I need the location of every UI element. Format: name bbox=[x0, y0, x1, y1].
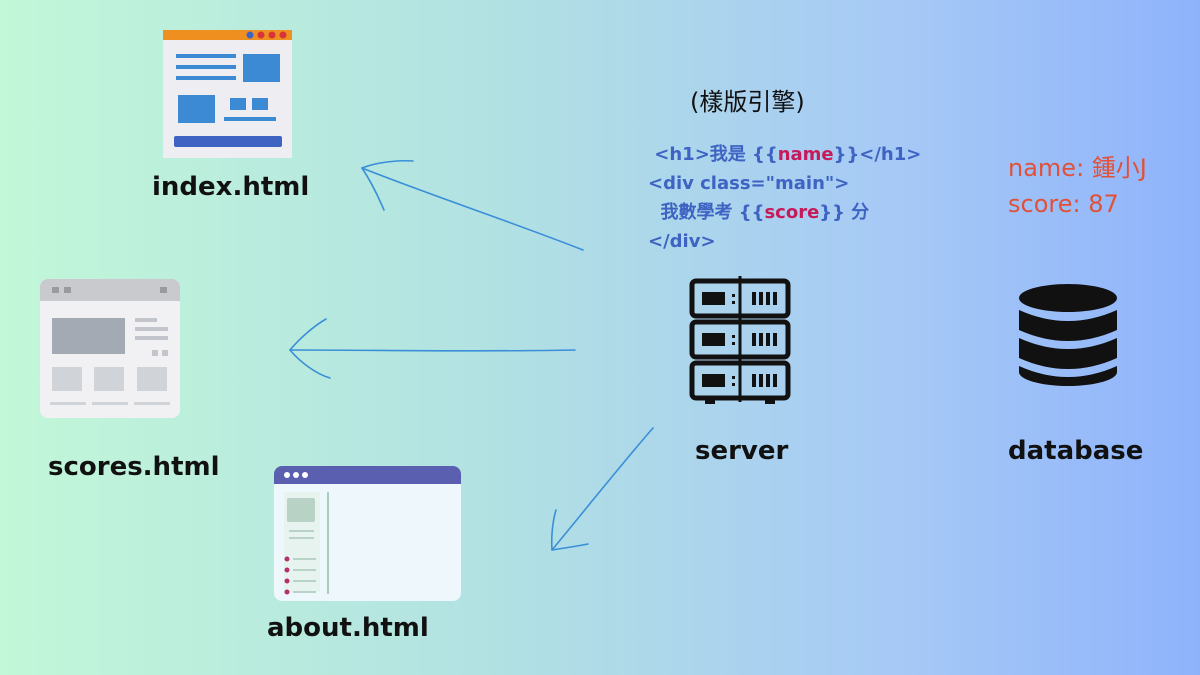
arrow-to-about bbox=[550, 427, 654, 551]
scores-page-label: scores.html bbox=[48, 452, 220, 482]
template-var-name: name bbox=[777, 144, 834, 165]
scores-page-icon bbox=[40, 279, 180, 418]
code-line-1-post: }}</h1> bbox=[833, 144, 922, 165]
arrow-to-index bbox=[361, 159, 584, 251]
server-rack-icon bbox=[689, 276, 791, 404]
db-name-line: name: 鍾小J bbox=[1008, 154, 1147, 182]
about-page-label: about.html bbox=[267, 613, 429, 643]
database-label: database bbox=[1008, 436, 1144, 466]
code-line-1: <h1>我是 {{name}}</h1> bbox=[648, 140, 921, 169]
code-line-2: <div class="main"> bbox=[648, 173, 850, 194]
about-page-icon bbox=[274, 466, 461, 601]
database-record: name: 鍾小J score: 87 bbox=[1008, 150, 1147, 222]
code-line-4: </div> bbox=[648, 231, 716, 252]
code-line-3-post: }} 分 bbox=[819, 202, 870, 223]
arrow-to-scores bbox=[289, 318, 576, 379]
code-line-3-pre: 我數學考 {{ bbox=[648, 202, 765, 223]
index-page-icon bbox=[163, 30, 292, 158]
code-line-3: 我數學考 {{score}} 分 bbox=[648, 198, 921, 227]
template-code-block: <h1>我是 {{name}}</h1> <div class="main"> 我… bbox=[648, 140, 921, 256]
template-engine-title: (樣版引擎) bbox=[690, 88, 805, 116]
database-icon bbox=[1019, 284, 1117, 386]
index-page-label: index.html bbox=[152, 172, 310, 202]
db-score-line: score: 87 bbox=[1008, 190, 1119, 218]
code-line-1-pre: <h1>我是 {{ bbox=[654, 144, 778, 165]
server-label: server bbox=[695, 436, 789, 466]
template-var-score: score bbox=[764, 202, 820, 223]
